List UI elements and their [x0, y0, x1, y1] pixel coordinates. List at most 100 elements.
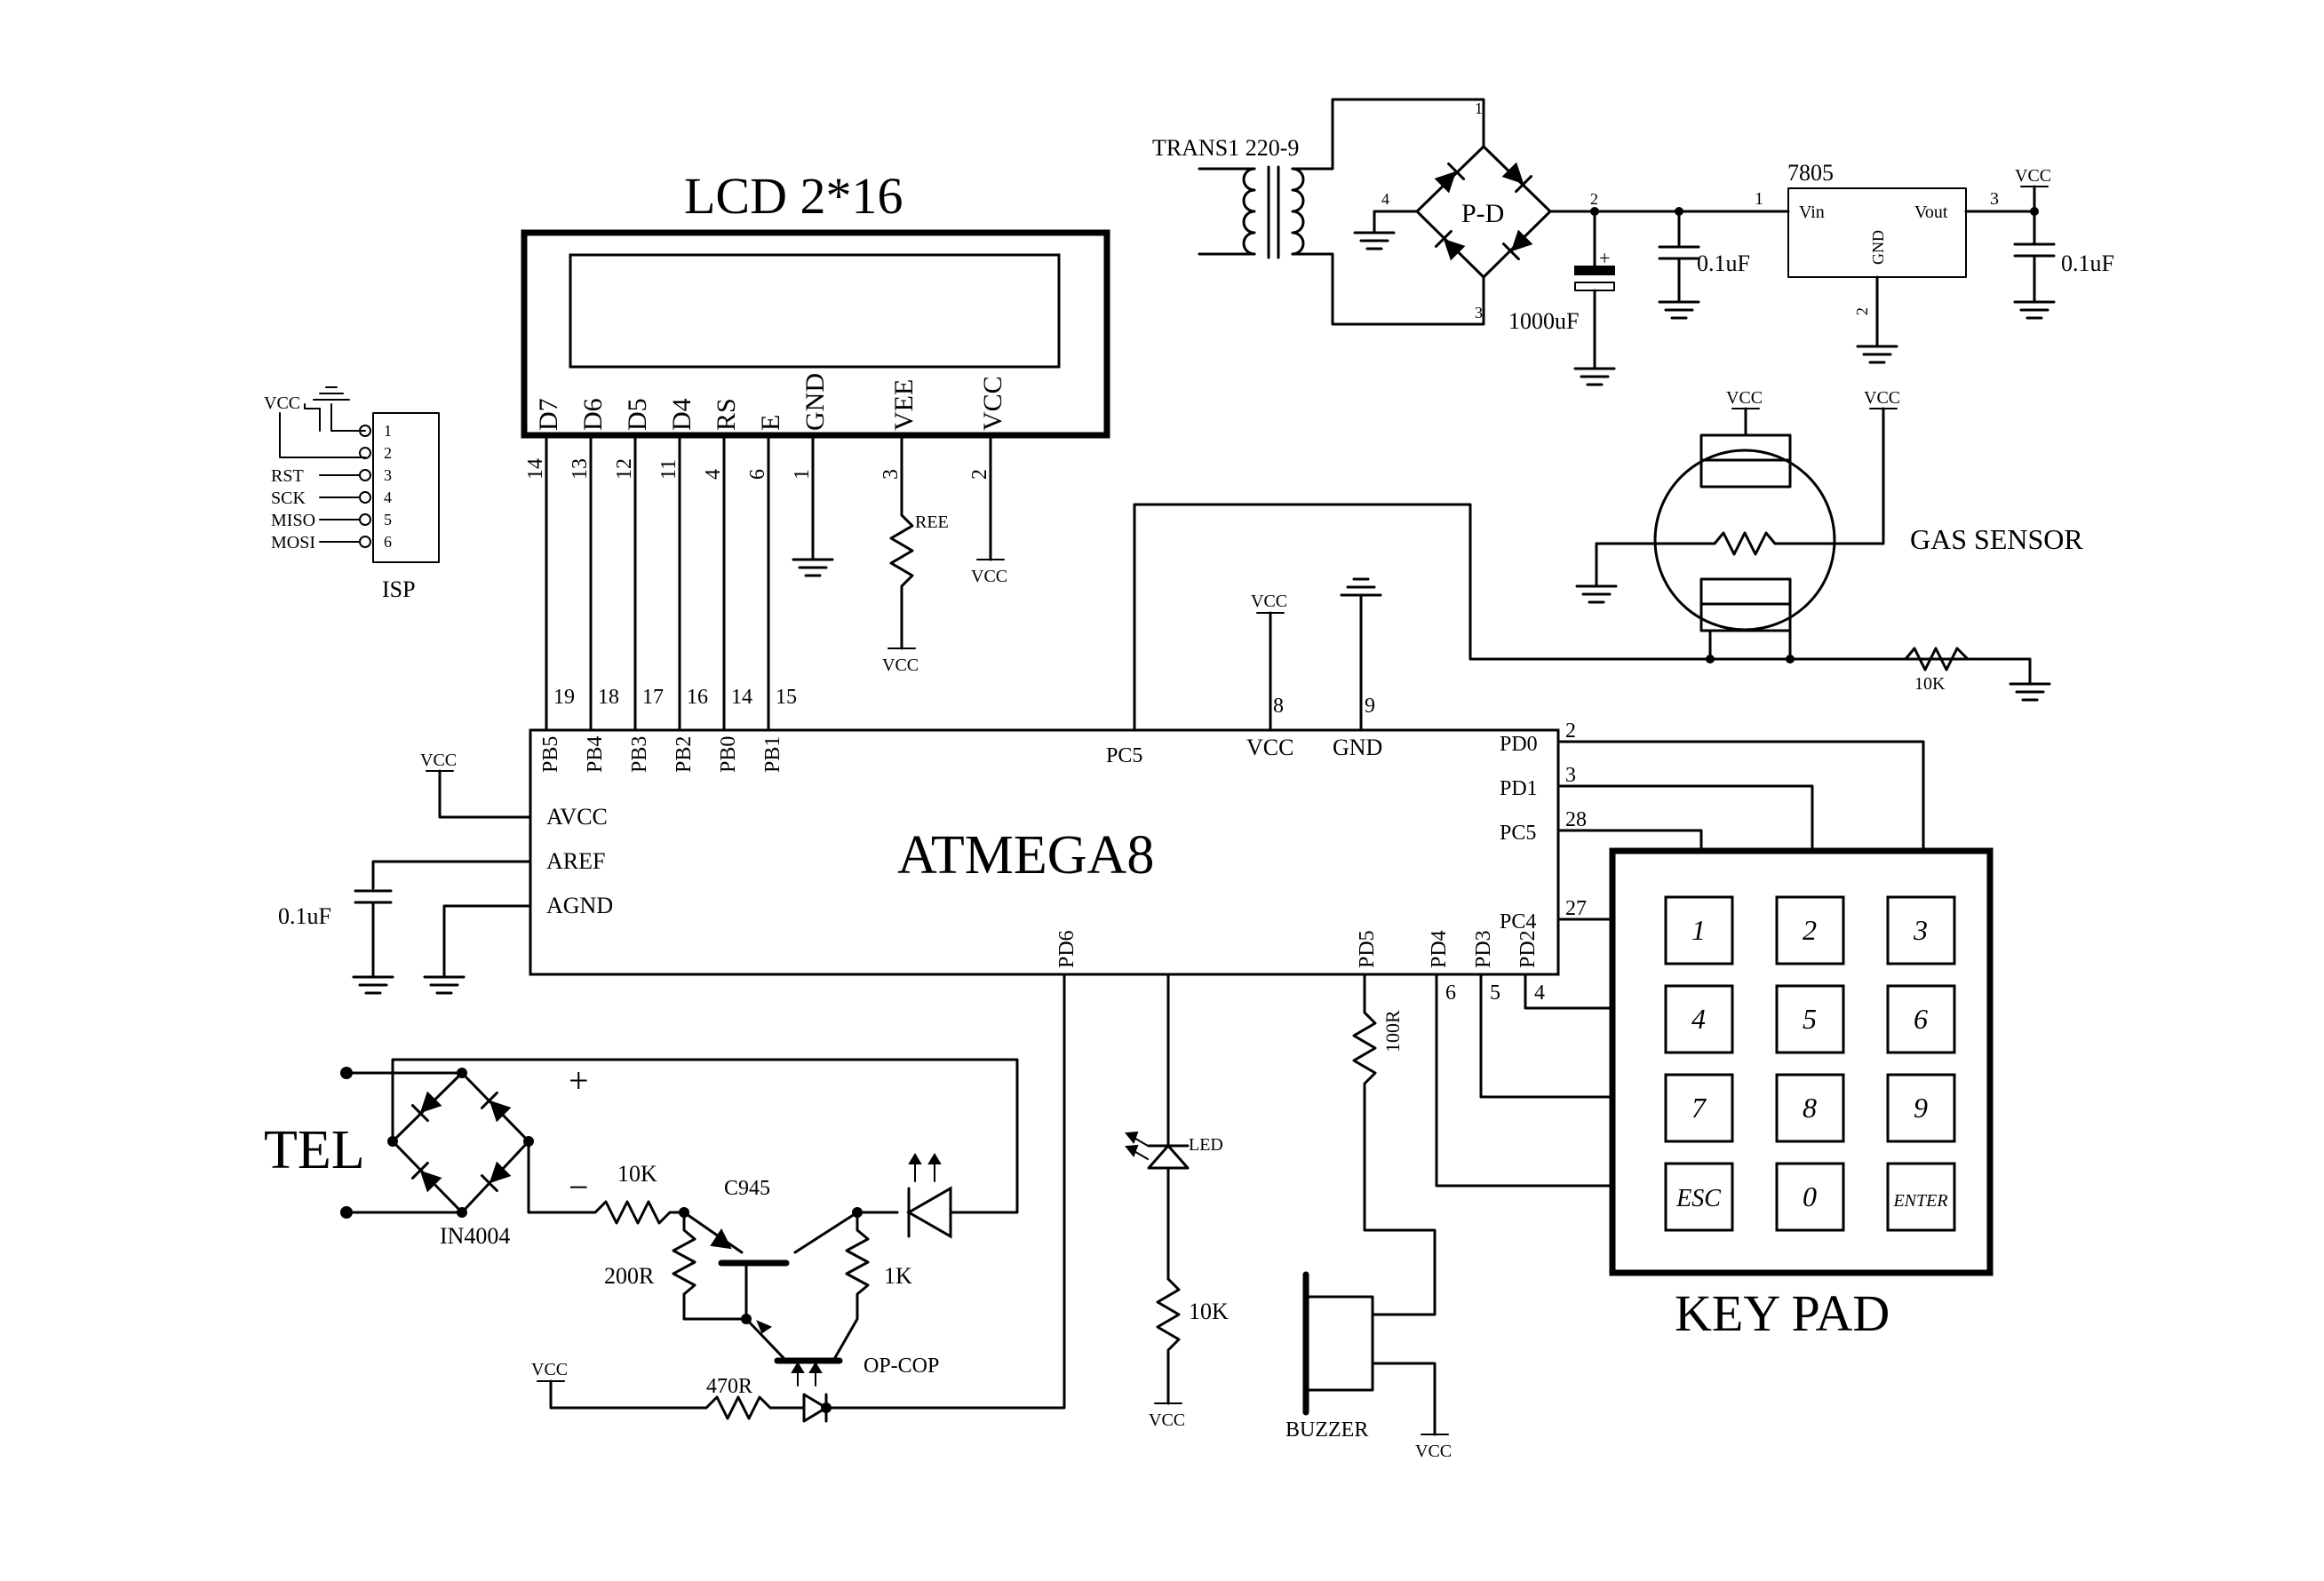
mcu-pin-gnd: GND — [1333, 735, 1382, 760]
buzzer-r-label: 100R — [1381, 1010, 1404, 1053]
led-r-label: 10K — [1189, 1299, 1229, 1324]
bridge-diode — [1434, 229, 1466, 261]
plus-label: + — [569, 1061, 589, 1100]
key-label: 3 — [1913, 914, 1928, 946]
isp-pin-num: 5 — [384, 511, 392, 528]
buzzer: 100R VCC BUZZER — [1285, 973, 1452, 1461]
lcd-pin-d5: D5 — [623, 398, 652, 431]
keypad-wiring — [1435, 740, 1925, 1188]
key-1[interactable]: 1 — [1664, 895, 1734, 965]
ground-symbol — [2009, 682, 2051, 702]
isp-pin-num: 1 — [384, 422, 392, 440]
vcc-label: VCC — [1251, 592, 1287, 611]
regulator-label: 7805 — [1787, 160, 1834, 186]
vcc-label: VCC — [2015, 166, 2051, 186]
key-8[interactable]: 8 — [1775, 1073, 1845, 1143]
lcd-title: LCD 2*16 — [684, 167, 903, 225]
key-esc[interactable]: ESC — [1664, 1162, 1734, 1232]
mcu-pin-num: 3 — [1565, 764, 1576, 787]
lcd-module: LCD 2*16 D714D613D512D411RS4E6GND1VEE3VC… — [521, 167, 1110, 732]
mcu-pin-num: 6 — [1445, 981, 1456, 1005]
lcd-pin-d7: D7 — [534, 398, 563, 431]
key-cap — [1775, 984, 1845, 1054]
isp-signal-miso: MISO — [271, 511, 315, 530]
mcu-pin-pd1: PD1 — [1500, 777, 1538, 800]
ree-label: REE — [915, 512, 949, 532]
minus-label: − — [569, 1167, 589, 1207]
isp-title: ISP — [382, 576, 416, 602]
cap-01uf-b-label: 0.1uF — [2061, 250, 2114, 276]
key-5[interactable]: 5 — [1775, 984, 1845, 1054]
isp-pin — [359, 491, 371, 504]
diode-label: IN4004 — [440, 1223, 510, 1249]
bridge-diode — [1501, 229, 1533, 261]
key-label: 4 — [1691, 1003, 1706, 1035]
bridge-label: P-D — [1461, 199, 1504, 228]
key-cap — [1886, 984, 1956, 1054]
mcu-pin-pd2: PD2 — [1516, 930, 1540, 968]
key-enter[interactable]: ENTER — [1886, 1162, 1956, 1232]
bridge-pin-4: 4 — [1381, 190, 1389, 208]
mcu-pin-num: 15 — [776, 686, 797, 709]
key-3[interactable]: 3 — [1886, 895, 1956, 965]
lcd-pin-num: 14 — [524, 458, 547, 480]
regulator-pin-3: 3 — [1990, 189, 1999, 209]
isp-box — [372, 412, 440, 563]
regulator-vin: Vin — [1799, 203, 1825, 222]
mcu-pin-pd6: PD6 — [1055, 930, 1078, 968]
isp-signal-sck: SCK — [271, 489, 306, 508]
key-cap — [1886, 895, 1956, 965]
key-0[interactable]: 0 — [1775, 1162, 1845, 1232]
mcu-pin-num: 2 — [1565, 719, 1576, 743]
cap-01uf-a-label: 0.1uF — [1697, 250, 1750, 276]
key-label: 1 — [1691, 914, 1706, 946]
lcd-screen — [569, 253, 1061, 369]
mcu-pin-num: 14 — [731, 686, 752, 709]
tel-title: TEL — [264, 1120, 365, 1180]
aref-cap-label: 0.1uF — [278, 903, 331, 929]
buzzer-body — [1304, 1295, 1374, 1392]
transformer-label: TRANS1 220-9 — [1152, 135, 1299, 161]
key-2[interactable]: 2 — [1775, 895, 1845, 965]
power-supply: TRANS1 220-9 P-D 1 2 3 4 + — [1152, 98, 2114, 386]
key-label: 9 — [1914, 1092, 1928, 1124]
vcc-label: VCC — [1864, 388, 1900, 408]
opto-label: OP-COP — [864, 1355, 939, 1378]
led-label: LED — [1189, 1135, 1223, 1155]
gas-r-label: 10K — [1914, 674, 1946, 694]
mcu-pin-num: 18 — [598, 686, 619, 709]
regulator-pin-2: 2 — [1853, 307, 1871, 315]
cap-1000uf-label: 1000uF — [1508, 308, 1579, 334]
r10k-label: 10K — [617, 1161, 657, 1187]
mcu-pin-num: 4 — [1534, 981, 1545, 1005]
mcu-pin-pc5-top: PC5 — [1106, 744, 1142, 767]
mcu-pin-pb1: PB1 — [761, 736, 784, 773]
tel-interface: TEL IN4004 + − 10K C945 200R — [264, 973, 1066, 1423]
ground-symbol — [2013, 300, 2056, 320]
key-7[interactable]: 7 — [1664, 1073, 1734, 1143]
gas-sensor-title: GAS SENSOR — [1910, 523, 2083, 555]
vcc-label: VCC — [971, 567, 1007, 586]
bridge-diode — [480, 1091, 512, 1123]
key-9[interactable]: 9 — [1886, 1073, 1956, 1143]
mcu-pin-pd4: PD4 — [1428, 930, 1451, 968]
bridge-diode — [480, 1161, 512, 1193]
mcu-pin-pb5: PB5 — [539, 736, 562, 773]
mcu-pin-vcc: VCC — [1246, 735, 1293, 760]
key-4[interactable]: 4 — [1664, 984, 1734, 1054]
ground-symbol — [1575, 584, 1618, 604]
key-cap — [1664, 984, 1734, 1054]
mcu-pin-pb2: PB2 — [673, 736, 696, 773]
key-label: 7 — [1691, 1092, 1707, 1124]
key-cap — [1886, 1073, 1956, 1143]
r470-label: 470R — [706, 1375, 752, 1398]
ground-symbol — [1573, 367, 1616, 386]
buzzer-label: BUZZER — [1285, 1418, 1368, 1442]
mcu-pin-num: 27 — [1565, 897, 1587, 920]
lcd-pin-e: E — [756, 415, 785, 431]
key-label: 6 — [1914, 1003, 1928, 1035]
key-6[interactable]: 6 — [1886, 984, 1956, 1054]
